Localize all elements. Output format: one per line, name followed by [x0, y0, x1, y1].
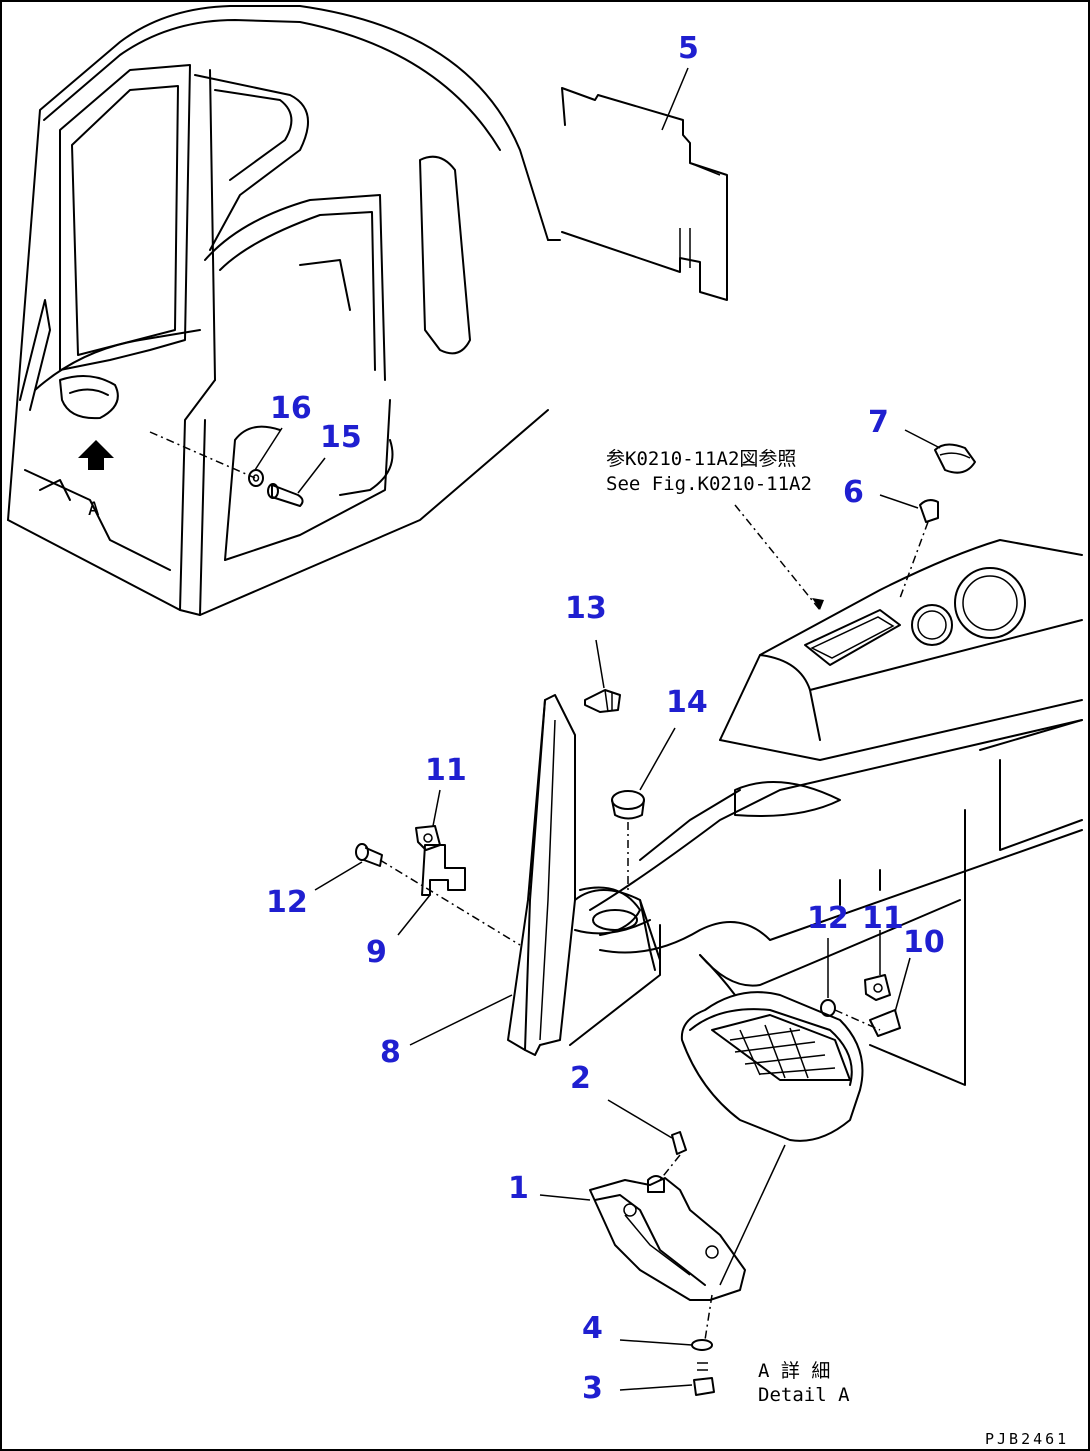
callout-11-left: 11 [425, 753, 467, 788]
reference-note-jp: 参K0210-11A2図参照 [606, 448, 796, 470]
detail-note-jp: A 詳 細 [758, 1360, 830, 1382]
callout-4: 4 [582, 1311, 603, 1346]
reference-note-en: See Fig.K0210-11A2 [606, 473, 812, 495]
leader-7 [904, 429, 941, 449]
callout-6: 6 [843, 475, 864, 510]
cab-outline [7, 5, 561, 616]
speaker-assembly [680, 954, 864, 1142]
bolt-15 [267, 483, 304, 507]
bracket-1-to-speaker-line [719, 1144, 786, 1286]
console-outline [569, 539, 1083, 1086]
callout-10: 10 [903, 925, 945, 960]
callout-14: 14 [666, 685, 708, 720]
cap-14 [611, 790, 645, 820]
leader-15 [297, 457, 326, 494]
leader-10 [894, 957, 911, 1013]
knob-7 [934, 443, 976, 474]
leader-1 [539, 1194, 591, 1201]
drawing-code: PJB2461 [985, 1430, 1069, 1448]
callout-12-right: 12 [807, 901, 849, 936]
bolt-axis-line [149, 431, 256, 479]
leader-13 [595, 639, 605, 689]
nut-3 [693, 1362, 715, 1396]
view-letter-label: A [88, 498, 100, 520]
bracket-10 [869, 1009, 901, 1037]
callout-2: 2 [570, 1061, 591, 1096]
leader-3 [619, 1384, 693, 1391]
callout-7: 7 [868, 405, 889, 440]
leader-4 [619, 1339, 693, 1346]
leader-2 [607, 1099, 673, 1139]
callout-12-left: 12 [266, 885, 308, 920]
bolt-2 [671, 1131, 687, 1155]
callout-9: 9 [366, 935, 387, 970]
clip-11-left [415, 825, 441, 851]
bracket-1 [589, 1175, 746, 1301]
leader-16 [254, 427, 283, 471]
detail-note-en: Detail A [758, 1384, 850, 1406]
leader-11-left [432, 789, 441, 827]
callout-3: 3 [582, 1371, 603, 1406]
bracket-1-axis [704, 1294, 713, 1341]
leader-9 [397, 894, 431, 936]
leader-5 [661, 67, 689, 131]
washer-16 [248, 469, 264, 487]
leader-8 [409, 994, 513, 1046]
callout-16: 16 [270, 391, 312, 426]
view-arrow [78, 440, 114, 470]
screw-6 [919, 499, 939, 523]
bolt-2-axis [659, 1154, 681, 1181]
leader-6 [879, 494, 919, 509]
screw-6-axis [899, 521, 929, 599]
callout-11-right: 11 [862, 901, 904, 936]
leader-12-left [314, 861, 363, 891]
panel-5 [561, 87, 728, 301]
bracket-9 [421, 844, 466, 896]
callout-8: 8 [380, 1035, 401, 1070]
callout-13: 13 [565, 591, 607, 626]
pillar-cover-8 [507, 694, 661, 1056]
callout-1: 1 [508, 1171, 529, 1206]
callout-15: 15 [320, 420, 362, 455]
callout-5: 5 [678, 31, 699, 66]
leader-14 [639, 727, 676, 791]
clip-13 [584, 689, 621, 713]
clip-11-right [864, 974, 891, 1001]
reference-arrow-line [734, 504, 821, 611]
